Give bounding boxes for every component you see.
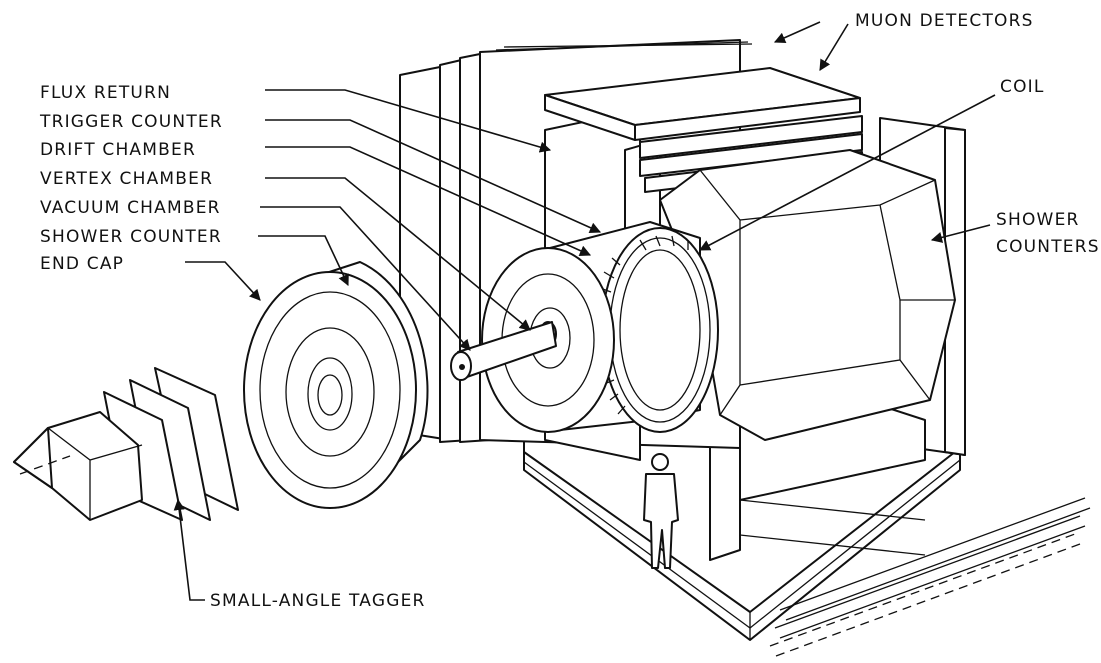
label-coil: COIL bbox=[1000, 77, 1045, 97]
human-silhouette-icon bbox=[643, 453, 679, 569]
diagram-labels: MUON DETECTORS COIL FLUX RETURN TRIGGER … bbox=[39, 11, 1100, 611]
label-drift-chamber: DRIFT CHAMBER bbox=[40, 140, 196, 160]
label-small-angle-tagger: SMALL-ANGLE TAGGER bbox=[210, 591, 426, 611]
separated-end-cap bbox=[243, 261, 429, 509]
label-vacuum-chamber: VACUUM CHAMBER bbox=[40, 198, 221, 218]
vacuum-chamber-pipe bbox=[450, 321, 557, 381]
leader-lines bbox=[173, 21, 996, 601]
label-flux-return: FLUX RETURN bbox=[40, 83, 171, 103]
label-vertex-chamber: VERTEX CHAMBER bbox=[40, 169, 213, 189]
label-muon-detectors: MUON DETECTORS bbox=[855, 11, 1034, 31]
label-shower-counters-line1: SHOWER bbox=[996, 210, 1080, 230]
label-trigger-counter: TRIGGER COUNTER bbox=[39, 112, 223, 132]
label-shower-counter: SHOWER COUNTER bbox=[40, 227, 222, 247]
floor-rails bbox=[769, 497, 1091, 657]
label-end-cap: END CAP bbox=[40, 254, 124, 274]
small-angle-tagger-assembly bbox=[13, 367, 239, 521]
label-shower-counters-line2: COUNTERS bbox=[996, 237, 1100, 257]
